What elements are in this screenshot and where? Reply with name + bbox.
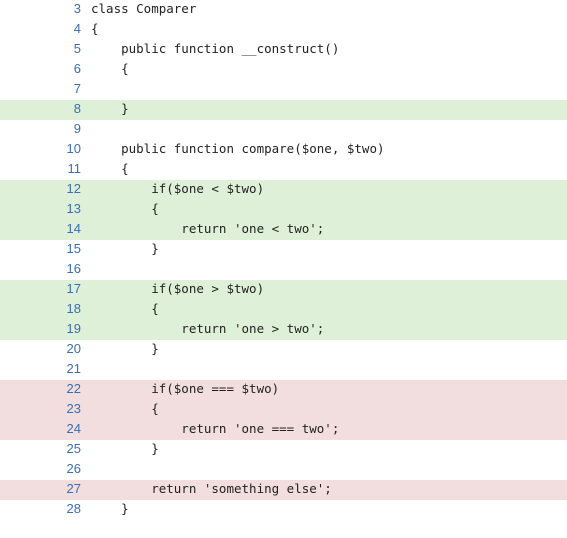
line-number[interactable]: 8 — [73, 101, 81, 116]
line-number[interactable]: 13 — [66, 201, 81, 216]
line-number[interactable]: 21 — [66, 361, 81, 376]
line-number[interactable]: 12 — [66, 181, 81, 196]
code-line: 7 — [0, 80, 567, 100]
line-number[interactable]: 16 — [66, 261, 81, 276]
line-code: return 'one === two'; — [91, 421, 340, 436]
code-line: 6 { — [0, 60, 567, 80]
line-number[interactable]: 9 — [73, 121, 81, 136]
code-line: 26 — [0, 460, 567, 480]
line-code: return 'one > two'; — [91, 321, 325, 336]
code-line: 13 { — [0, 200, 567, 220]
line-number[interactable]: 25 — [66, 441, 81, 456]
code-line: 5 public function __construct() — [0, 40, 567, 60]
line-code: return 'one < two'; — [91, 221, 325, 236]
line-code: } — [91, 341, 159, 356]
code-line: 20 } — [0, 340, 567, 360]
code-line: 8 } — [0, 100, 567, 120]
line-number[interactable]: 24 — [66, 421, 81, 436]
code-line: 21 — [0, 360, 567, 380]
line-number[interactable]: 23 — [66, 401, 81, 416]
code-line: 10 public function compare($one, $two) — [0, 140, 567, 160]
line-number[interactable]: 3 — [73, 1, 81, 16]
line-code: class Comparer — [91, 1, 197, 16]
line-number[interactable]: 28 — [66, 501, 81, 516]
line-code: public function __construct() — [91, 41, 340, 56]
line-number[interactable]: 4 — [73, 21, 81, 36]
line-number[interactable]: 15 — [66, 241, 81, 256]
line-number[interactable]: 18 — [66, 301, 81, 316]
code-line: 24 return 'one === two'; — [0, 420, 567, 440]
code-line: 12 if($one < $two) — [0, 180, 567, 200]
line-code: { — [91, 301, 159, 316]
line-code: public function compare($one, $two) — [91, 141, 385, 156]
line-code: } — [91, 101, 129, 116]
line-number[interactable]: 5 — [73, 41, 81, 56]
line-code: { — [91, 61, 129, 76]
line-number[interactable]: 14 — [66, 221, 81, 236]
line-code: { — [91, 161, 129, 176]
line-number[interactable]: 20 — [66, 341, 81, 356]
code-line: 4{ — [0, 20, 567, 40]
line-code: { — [91, 401, 159, 416]
code-line: 11 { — [0, 160, 567, 180]
line-code: } — [91, 501, 129, 516]
code-line: 27 return 'something else'; — [0, 480, 567, 500]
line-code: { — [91, 21, 99, 36]
line-number[interactable]: 26 — [66, 461, 81, 476]
code-line: 14 return 'one < two'; — [0, 220, 567, 240]
line-code: if($one === $two) — [91, 381, 280, 396]
code-line: 19 return 'one > two'; — [0, 320, 567, 340]
line-code: return 'something else'; — [91, 481, 332, 496]
code-line: 17 if($one > $two) — [0, 280, 567, 300]
line-number[interactable]: 22 — [66, 381, 81, 396]
code-line: 18 { — [0, 300, 567, 320]
line-code: if($one > $two) — [91, 281, 265, 296]
code-line: 3 class Comparer — [0, 0, 567, 20]
line-code: } — [91, 441, 159, 456]
code-line: 28 } — [0, 500, 567, 520]
line-number[interactable]: 27 — [66, 481, 81, 496]
code-line: 15 } — [0, 240, 567, 260]
code-line: 16 — [0, 260, 567, 280]
code-line: 23 { — [0, 400, 567, 420]
code-line: 25 } — [0, 440, 567, 460]
line-number[interactable]: 7 — [73, 81, 81, 96]
line-number[interactable]: 6 — [73, 61, 81, 76]
line-number[interactable]: 11 — [67, 161, 82, 176]
code-line: 22 if($one === $two) — [0, 380, 567, 400]
code-line: 9 — [0, 120, 567, 140]
line-number[interactable]: 19 — [66, 321, 81, 336]
line-code: { — [91, 201, 159, 216]
line-code: } — [91, 241, 159, 256]
line-code: if($one < $two) — [91, 181, 265, 196]
line-number[interactable]: 10 — [66, 141, 81, 156]
line-number[interactable]: 17 — [66, 281, 81, 296]
